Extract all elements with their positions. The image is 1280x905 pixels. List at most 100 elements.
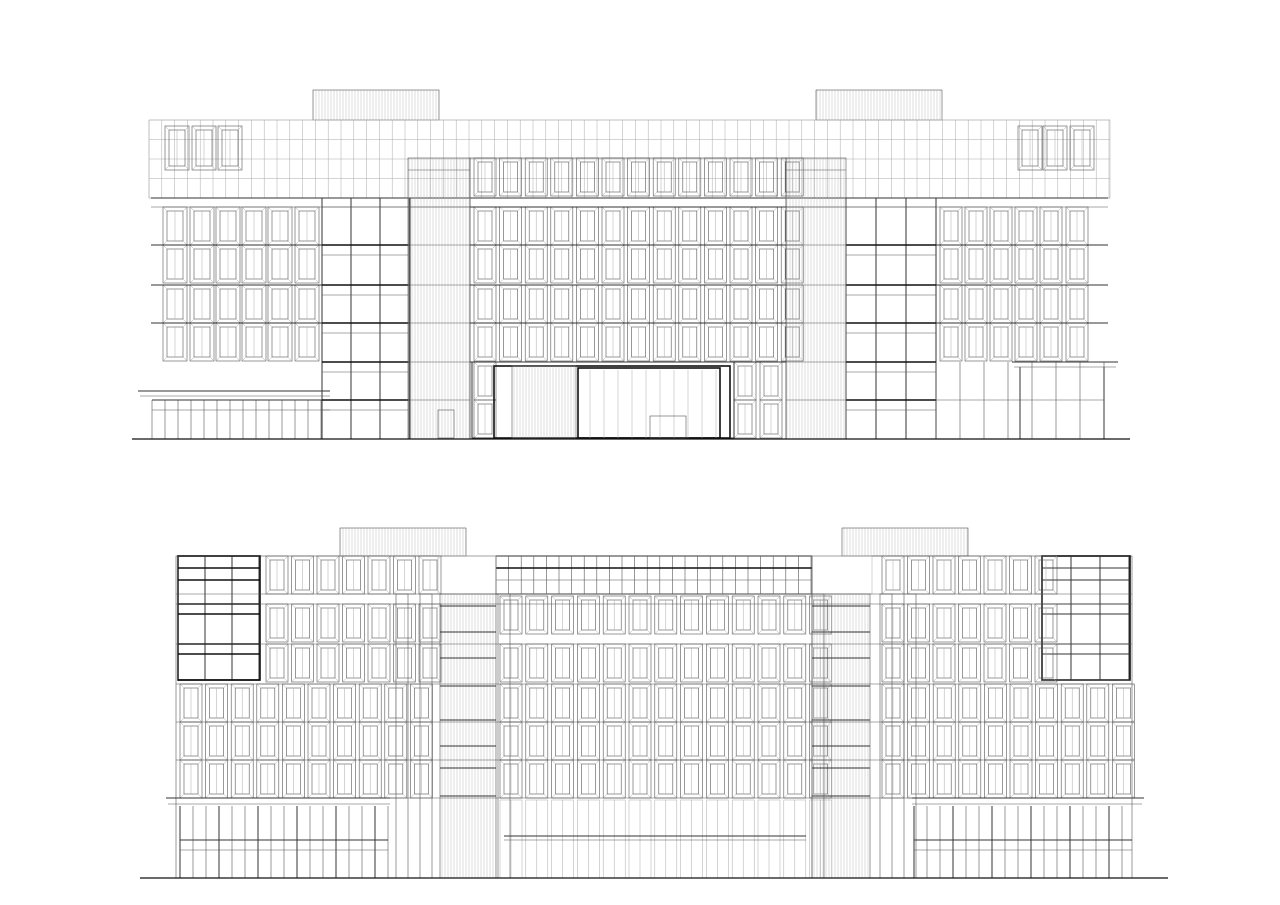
window-bay bbox=[499, 759, 523, 799]
window-bay bbox=[907, 643, 930, 683]
window-bay bbox=[162, 284, 188, 324]
window-bay bbox=[627, 157, 650, 197]
window-bay bbox=[267, 284, 293, 324]
window-bay bbox=[757, 683, 781, 723]
window-bay bbox=[680, 643, 703, 683]
window-bay bbox=[550, 157, 574, 197]
window-bay bbox=[628, 683, 652, 723]
window-bay bbox=[704, 157, 727, 197]
window-bay bbox=[577, 595, 600, 635]
window-bay bbox=[652, 206, 676, 246]
right-podium-canopy bbox=[1012, 361, 1118, 368]
window-bay bbox=[984, 721, 1007, 761]
window-bay bbox=[939, 244, 963, 284]
window-bay bbox=[729, 206, 753, 246]
window-bay bbox=[473, 157, 497, 197]
window-bay bbox=[652, 244, 676, 284]
window-bay bbox=[1112, 759, 1135, 799]
window-bay bbox=[680, 721, 703, 761]
window-bay bbox=[1035, 721, 1058, 761]
window-bay bbox=[984, 683, 1007, 723]
window-bay bbox=[230, 759, 254, 799]
window-bay bbox=[755, 284, 778, 324]
window-bay bbox=[1009, 683, 1033, 723]
window-bay bbox=[294, 284, 320, 324]
window-bay bbox=[551, 759, 574, 799]
window-bay bbox=[393, 643, 416, 683]
window-bay bbox=[342, 643, 365, 683]
window-bay bbox=[780, 157, 804, 197]
window-bay bbox=[907, 683, 930, 723]
window-bay bbox=[757, 721, 781, 761]
window-bay bbox=[678, 244, 702, 284]
window-bay bbox=[342, 555, 365, 595]
window-bay bbox=[652, 157, 676, 197]
window-bay bbox=[678, 284, 702, 324]
window-bay bbox=[241, 322, 267, 362]
window-bay bbox=[627, 244, 650, 284]
window-bay bbox=[706, 759, 729, 799]
window-bay bbox=[964, 284, 988, 324]
window-bay bbox=[230, 683, 254, 723]
entrance-door bbox=[649, 415, 687, 439]
window-bay bbox=[678, 206, 702, 246]
window-bay bbox=[418, 603, 442, 643]
window-bay bbox=[881, 721, 905, 761]
window-bay bbox=[1035, 683, 1058, 723]
window-bay bbox=[524, 244, 548, 284]
window-bay bbox=[783, 643, 807, 683]
window-bay bbox=[731, 721, 755, 761]
window-bay bbox=[601, 284, 625, 324]
window-bay bbox=[1060, 683, 1084, 723]
window-bay bbox=[215, 206, 241, 246]
window-bay bbox=[755, 244, 778, 284]
window-bay bbox=[499, 206, 522, 246]
window-bay bbox=[551, 683, 574, 723]
window-bay bbox=[499, 595, 523, 635]
window-bay bbox=[1014, 322, 1038, 362]
window-bay bbox=[932, 683, 956, 723]
window-bay bbox=[294, 244, 320, 284]
rear-elevation bbox=[140, 527, 1168, 879]
window-bay bbox=[628, 759, 652, 799]
window-bay bbox=[291, 555, 314, 595]
window-bay bbox=[783, 595, 807, 635]
window-bay bbox=[989, 206, 1013, 246]
window-bay bbox=[499, 322, 522, 362]
window-bay bbox=[602, 721, 626, 761]
window-bay bbox=[267, 244, 293, 284]
window-bay bbox=[189, 244, 215, 284]
window-bay bbox=[316, 603, 340, 643]
window-bay bbox=[602, 595, 626, 635]
window-bay bbox=[680, 683, 703, 723]
window-bay bbox=[729, 244, 753, 284]
window-bay bbox=[601, 244, 625, 284]
top-glazing-strip bbox=[495, 555, 813, 595]
window-bay bbox=[205, 683, 228, 723]
window-bay bbox=[367, 603, 391, 643]
rooftop-screen-right bbox=[841, 527, 969, 557]
window-bay bbox=[525, 595, 549, 635]
left-podium-canopy bbox=[138, 390, 330, 397]
podium-canopy bbox=[166, 797, 1144, 805]
window-bay bbox=[602, 683, 626, 723]
window-bay bbox=[783, 759, 807, 799]
window-bay bbox=[1086, 759, 1110, 799]
window-bay bbox=[1060, 759, 1084, 799]
window-bay bbox=[984, 759, 1007, 799]
glazed-block-right bbox=[845, 197, 937, 440]
window-bay bbox=[755, 322, 778, 362]
window-bay bbox=[1069, 125, 1095, 171]
window-bay bbox=[958, 643, 981, 683]
window-bay bbox=[367, 643, 391, 683]
window-bay bbox=[907, 759, 930, 799]
window-bay bbox=[499, 284, 522, 324]
rooftop-screen-right bbox=[815, 89, 943, 121]
window-bay bbox=[680, 759, 703, 799]
window-bay bbox=[410, 759, 433, 799]
window-bay bbox=[1034, 603, 1058, 643]
window-bay bbox=[881, 759, 905, 799]
window-bay bbox=[1039, 322, 1063, 362]
